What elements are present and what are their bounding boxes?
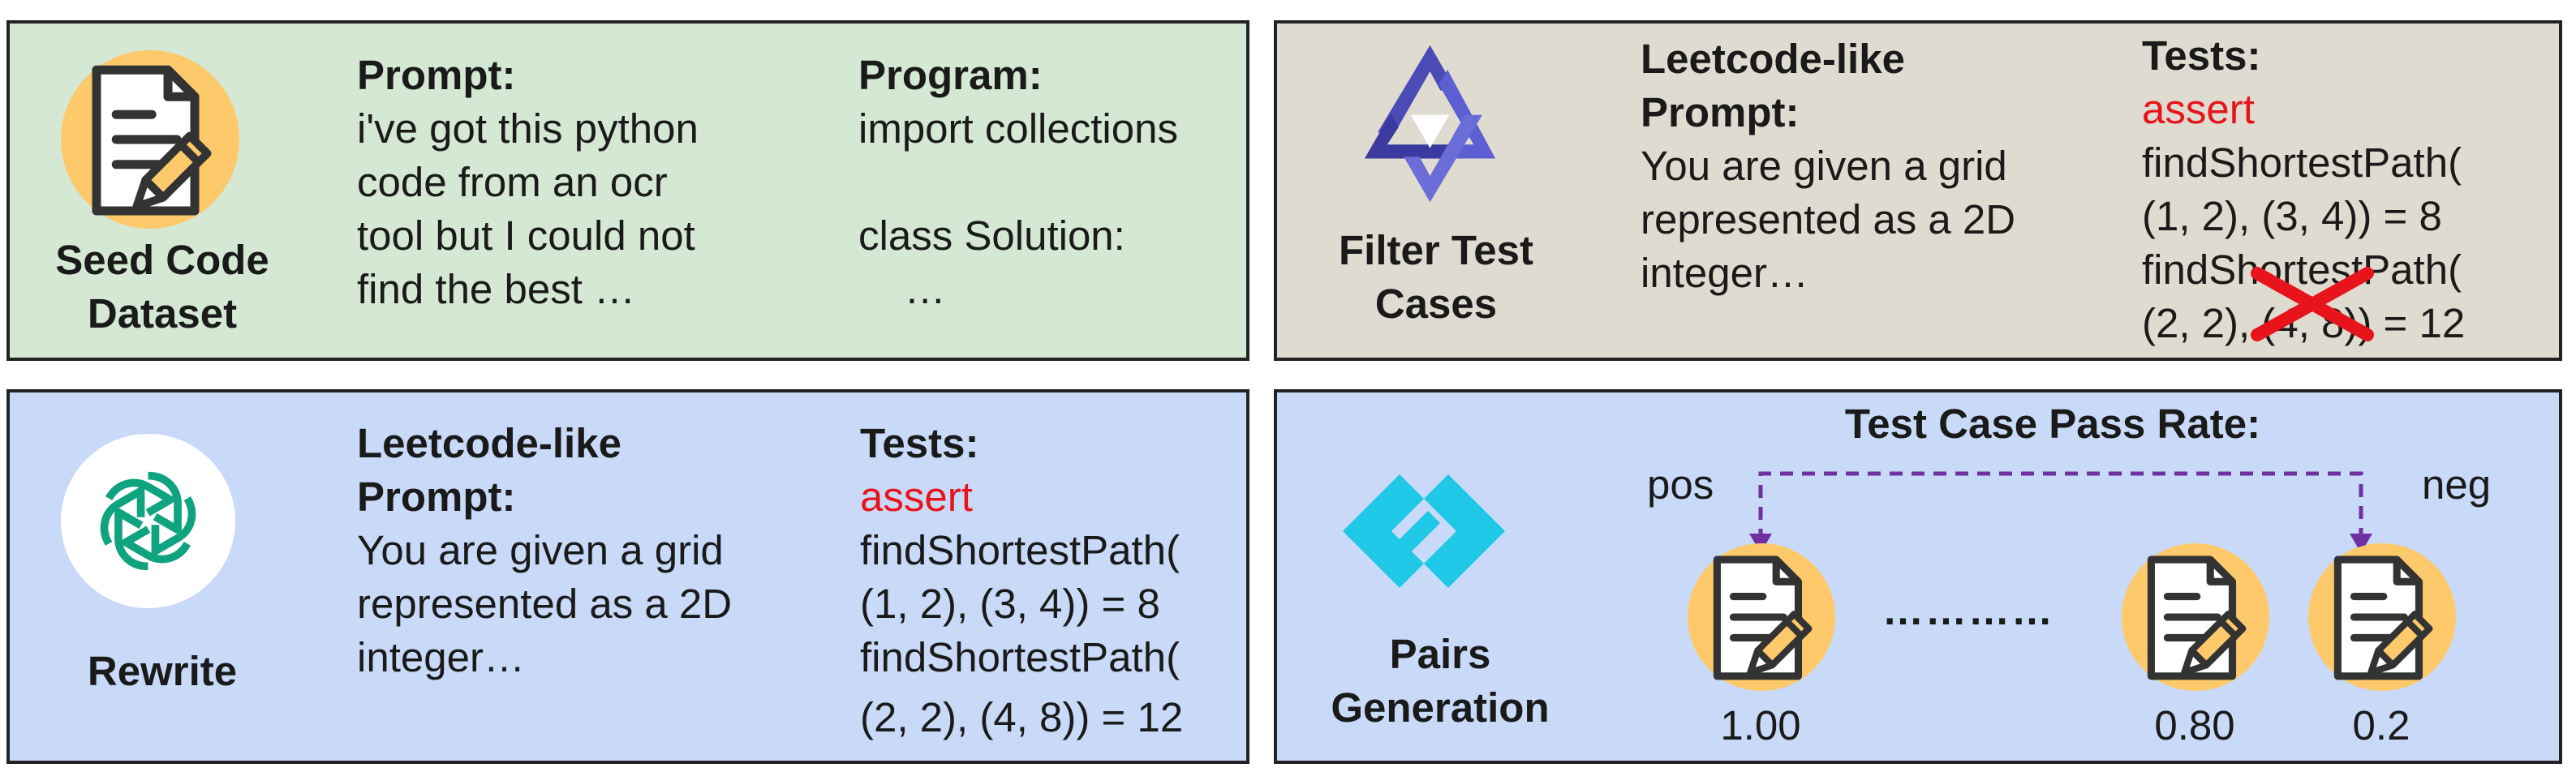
document-edit-icon bbox=[2122, 543, 2269, 691]
filter-title-line2: Cases bbox=[1374, 281, 1498, 327]
rewrite-prompt-label-line1: Leetcode-like bbox=[357, 420, 621, 466]
rewrite-prompt-line: integer… bbox=[357, 634, 525, 680]
document-edit-icon bbox=[2308, 543, 2456, 691]
seed-program-line: … bbox=[858, 266, 946, 312]
filter-prompt-label-line1: Leetcode-like bbox=[1641, 36, 1905, 82]
pairs-title-line1: Pairs bbox=[1389, 631, 1491, 677]
score-label: 1.00 bbox=[1720, 702, 1801, 748]
filter-tests-label: Tests: bbox=[2142, 32, 2261, 79]
seed-title-line1: Seed Code bbox=[55, 237, 269, 283]
seed-program-label: Program: bbox=[858, 52, 1043, 98]
filter-test-line: findShortestPath( bbox=[2142, 247, 2462, 293]
rewrite-test-line: (1, 2), (3, 4)) = 8 bbox=[860, 581, 1160, 627]
rewrite-assert: assert bbox=[860, 474, 973, 520]
rewrite-prompt-label-line2: Prompt: bbox=[357, 474, 516, 520]
filter-test-cases-panel bbox=[1274, 20, 2562, 361]
document-edit-icon bbox=[1688, 543, 1835, 691]
seed-prompt-line: code from an ocr bbox=[357, 159, 668, 205]
seed-prompt-line: tool but I could not bbox=[357, 212, 695, 259]
filter-title-line1: Filter Test bbox=[1339, 227, 1533, 273]
seed-prompt-label: Prompt: bbox=[357, 52, 516, 98]
rewrite-test-line: findShortestPath( bbox=[860, 634, 1180, 680]
seed-title-line2: Dataset bbox=[87, 290, 238, 337]
rewrite-test-line: findShortestPath( bbox=[860, 527, 1180, 573]
openai-logo-icon bbox=[61, 434, 235, 608]
score-label: 0.2 bbox=[2352, 702, 2410, 748]
pairs-title-line2: Generation bbox=[1331, 684, 1550, 731]
filter-test-line: (1, 2), (3, 4)) = 8 bbox=[2142, 193, 2442, 239]
seed-program-line: import collections bbox=[858, 105, 1178, 152]
filter-test-line: findShortestPath( bbox=[2142, 139, 2462, 186]
seed-prompt-line: find the best … bbox=[357, 266, 636, 312]
rewrite-title: Rewrite bbox=[87, 648, 238, 694]
rewrite-prompt-line: represented as a 2D bbox=[357, 581, 733, 627]
qwen-logo-icon bbox=[1364, 45, 1496, 203]
pos-label: pos bbox=[1647, 461, 1714, 508]
filter-prompt-label-line2: Prompt: bbox=[1641, 89, 1800, 135]
pos-neg-dashed-arrow bbox=[1749, 471, 2372, 551]
neg-label: neg bbox=[2422, 461, 2492, 508]
rewrite-prompt-line: You are given a grid bbox=[357, 527, 724, 573]
rewrite-test-line: (2, 2), (4, 8)) = 12 bbox=[860, 694, 1184, 740]
seed-prompt-line: i've got this python bbox=[357, 105, 699, 152]
seed-program-line: class Solution: bbox=[858, 212, 1125, 259]
filter-prompt-line: integer… bbox=[1641, 250, 1808, 296]
filter-prompt-line: You are given a grid bbox=[1641, 143, 2007, 189]
pass-rate-heading: Test Case Pass Rate: bbox=[1844, 401, 2261, 447]
pairs-link-icon bbox=[1343, 474, 1505, 588]
red-cross-icon bbox=[2251, 267, 2374, 341]
rewrite-tests-label: Tests: bbox=[860, 420, 979, 466]
ellipsis-dots: ………… bbox=[1882, 587, 2054, 633]
document-edit-icon bbox=[61, 50, 239, 229]
score-label: 0.80 bbox=[2154, 702, 2235, 748]
filter-assert: assert bbox=[2142, 86, 2255, 132]
filter-prompt-line: represented as a 2D bbox=[1641, 196, 2016, 242]
